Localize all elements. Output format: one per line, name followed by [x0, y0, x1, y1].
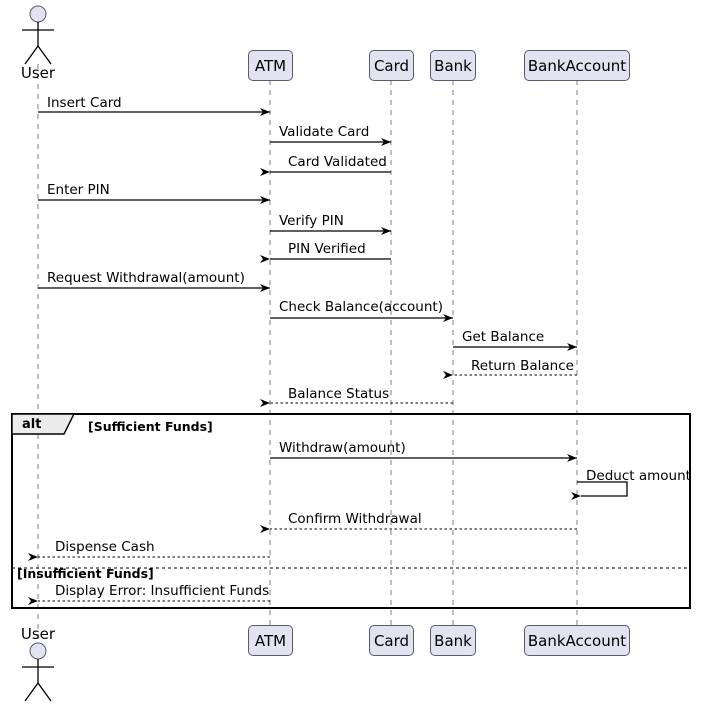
- participant-box-card-top[interactable]: Card: [369, 50, 414, 81]
- message-label: Request Withdrawal(amount): [47, 270, 245, 286]
- actor-figure-user-bottom[interactable]: [22, 642, 54, 702]
- message-label: Confirm Withdrawal: [288, 511, 422, 527]
- actor-label-user-bottom: User: [20, 625, 56, 643]
- message-label: Card Validated: [288, 154, 387, 170]
- messages-group: [28, 108, 628, 605]
- message-label: Verify PIN: [279, 213, 344, 229]
- participant-box-atm-top[interactable]: ATM: [248, 50, 293, 81]
- participant-box-bankaccount-top[interactable]: BankAccount: [524, 50, 630, 81]
- message-label: Enter PIN: [47, 182, 110, 198]
- participant-box-card-bottom[interactable]: Card: [369, 625, 414, 656]
- actor-figure-user-top[interactable]: [22, 5, 54, 65]
- self-message-label: Deduct amount: [586, 468, 691, 484]
- fragments-group: [11, 413, 691, 609]
- message-label: Check Balance(account): [279, 299, 443, 315]
- participant-box-bankaccount-bottom[interactable]: BankAccount: [524, 625, 630, 656]
- participant-box-bank-top[interactable]: Bank: [430, 50, 476, 81]
- message-label: Balance Status: [288, 386, 390, 402]
- actor-label-user-top: User: [20, 64, 56, 82]
- fragment-guard-label: [Sufficient Funds]: [88, 419, 213, 434]
- message-label: PIN Verified: [288, 241, 366, 257]
- message-label: Return Balance: [471, 358, 574, 374]
- fragment-operator-label: alt: [22, 417, 42, 432]
- actor-figures-group: [22, 5, 54, 702]
- message-label: Insert Card: [47, 95, 122, 111]
- fragment-operator-tab: [11, 413, 76, 435]
- message-label: Display Error: Insufficient Funds: [55, 583, 270, 599]
- message-label: Dispense Cash: [55, 539, 155, 555]
- participant-box-atm-bottom[interactable]: ATM: [248, 625, 293, 656]
- fragment-guard-label: [Insufficient Funds]: [17, 566, 154, 581]
- message-label: Validate Card: [279, 124, 370, 140]
- combined-fragment-alt: [11, 413, 691, 609]
- self-message-arrow: [571, 481, 628, 500]
- participant-box-bank-bottom[interactable]: Bank: [430, 625, 476, 656]
- message-label: Withdraw(amount): [279, 440, 406, 456]
- message-label: Get Balance: [462, 329, 545, 345]
